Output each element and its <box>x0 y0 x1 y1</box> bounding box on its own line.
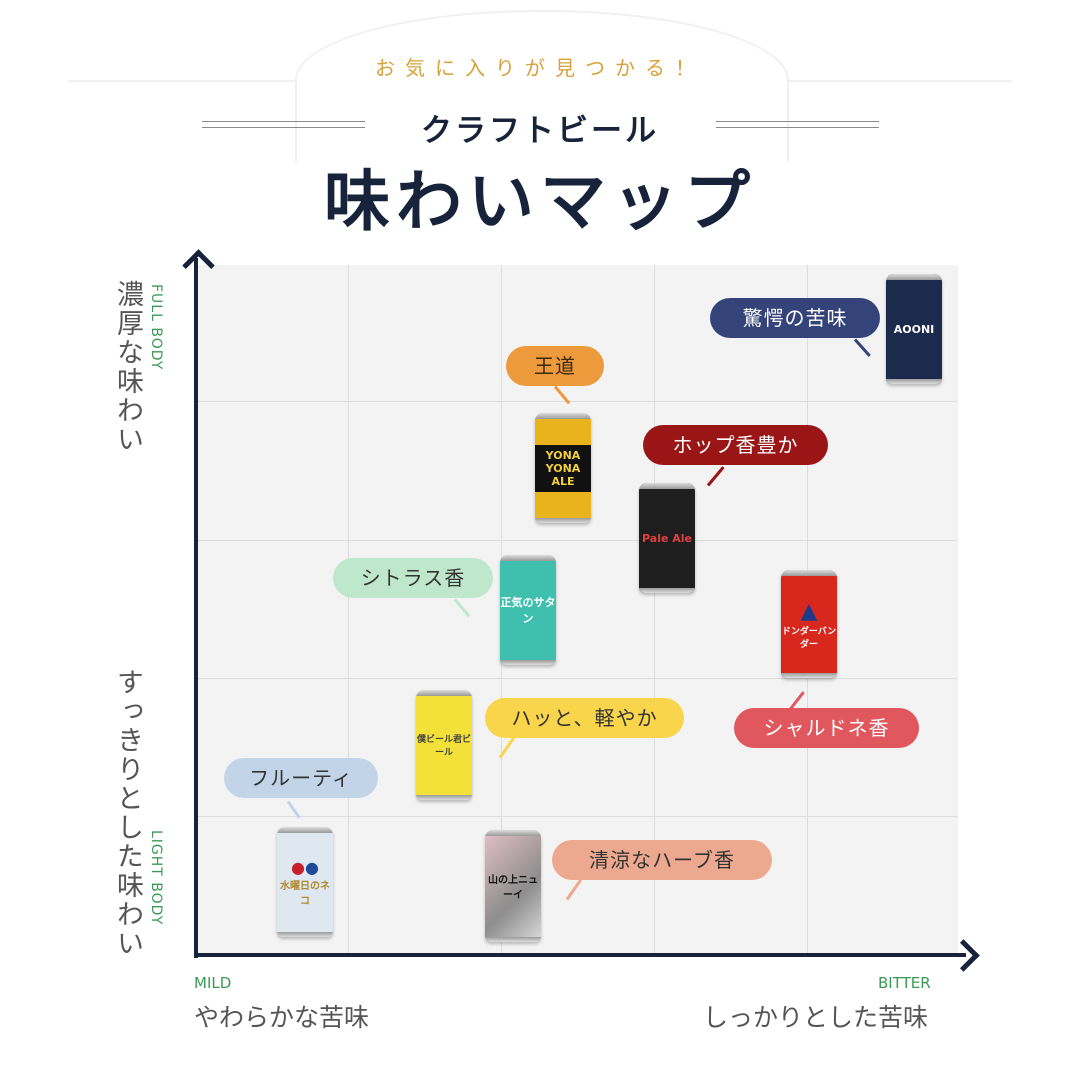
beer-can-yama-no-ue-nyuui[interactable]: 山の上ニューイ <box>485 830 541 942</box>
y-top-label-jp: 濃厚な味わい <box>112 280 143 454</box>
beer-can-donder-bander[interactable]: ▲ドンダーバンダー <box>781 570 837 678</box>
can-label: Pale Ale <box>642 531 692 545</box>
can-label: 正気のサタン <box>500 596 556 625</box>
x-left-label-jp: やわらかな苦味 <box>194 1003 370 1032</box>
header-arch <box>295 10 789 162</box>
can-label: AOONI <box>893 322 935 336</box>
grid-line <box>654 265 655 955</box>
flavor-bubble: シトラス香 <box>333 558 493 598</box>
grid-line <box>348 265 349 955</box>
y-top-label-en: FULL BODY <box>148 284 164 371</box>
beer-can-shoki-no-satan[interactable]: 正気のサタン <box>500 555 556 665</box>
beer-can-frog-yellow[interactable]: 僕ビール君ビール <box>416 690 472 800</box>
grid-line <box>196 401 958 402</box>
x-right-label-en: BITTER <box>878 974 931 992</box>
x-right-label-jp: しっかりとした苦味 <box>703 1003 929 1032</box>
page-title: 味わいマップ <box>324 163 756 240</box>
x-axis <box>194 953 966 957</box>
beer-can-yonayona[interactable]: YONA YONA ALE <box>535 413 591 523</box>
y-bottom-label-jp: すっきりとした味わい <box>112 668 143 958</box>
y-bottom-label-en: LIGHT BODY <box>148 830 164 926</box>
subtitle-rule-right <box>716 121 879 128</box>
flavor-bubble: 清涼なハーブ香 <box>552 840 772 880</box>
beer-can-aooni[interactable]: AOONI <box>886 274 942 384</box>
catchphrase: お気に入りが見つかる！ <box>375 56 705 80</box>
can-label: ドンダーバンダー <box>781 626 837 650</box>
subtitle: クラフトビール <box>421 113 659 149</box>
x-left-label-en: MILD <box>194 974 232 992</box>
can-label: 僕ビール君ビール <box>416 735 471 758</box>
y-axis <box>194 258 198 958</box>
flavor-bubble: シャルドネ香 <box>734 708 919 748</box>
grid-line <box>196 678 958 679</box>
can-label: YONA YONA ALE <box>535 444 591 492</box>
flavor-bubble: フルーティ <box>224 758 378 798</box>
grid-line <box>196 540 958 541</box>
beer-can-suiyobi-no-neko[interactable]: ●●水曜日のネコ <box>277 827 333 937</box>
can-label: 山の上ニューイ <box>488 875 538 901</box>
subtitle-rule-left <box>202 121 365 128</box>
flavor-bubble: 驚愕の苦味 <box>710 298 880 338</box>
flavor-bubble: ハッと、軽やか <box>485 698 684 738</box>
flavor-bubble: 王道 <box>506 346 604 386</box>
grid-line <box>196 816 958 817</box>
beer-can-pale-ale[interactable]: Pale Ale <box>639 483 695 593</box>
flavor-bubble: ホップ香豊か <box>643 425 828 465</box>
can-label: 水曜日のネコ <box>280 880 330 907</box>
